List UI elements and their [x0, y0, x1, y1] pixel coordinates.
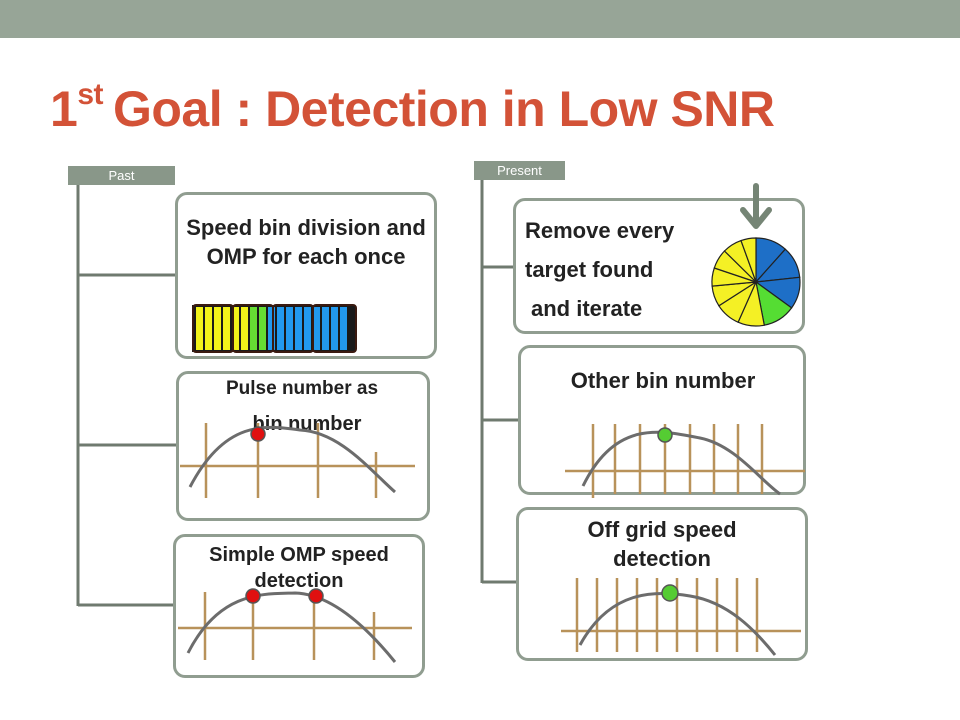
simple-omp-plot	[178, 588, 412, 663]
pulse-number-plot	[180, 423, 415, 498]
bin-green	[250, 307, 257, 350]
bin-blue	[313, 307, 320, 350]
green-detection-dot	[661, 584, 679, 602]
remove-iterate-line1: Remove every	[525, 218, 675, 243]
target-pie	[711, 237, 801, 327]
present-tag: Present	[474, 161, 565, 180]
remove-iterate-line3: and iterate	[531, 296, 643, 321]
bin-yellow	[232, 307, 239, 350]
past-box-simple-omp	[173, 534, 425, 678]
response-curve	[188, 425, 396, 494]
response-curve	[186, 591, 397, 663]
bin-yellow	[223, 307, 230, 350]
down-arrow-icon	[740, 183, 772, 229]
simple-omp-label: Simple OMP speed detection	[209, 544, 389, 592]
bin-blue	[331, 307, 338, 350]
bin-blue	[286, 307, 293, 350]
remove-iterate-label: Remove every target found and iterate	[525, 211, 725, 328]
bin-blue	[322, 307, 329, 350]
past-tag: Past	[68, 166, 175, 185]
bin-blue	[295, 307, 302, 350]
pulse-number-label-line1: Pulse number as	[225, 378, 379, 399]
off-grid-label: Off grid speed detection	[587, 517, 737, 571]
bin-yellow	[196, 307, 203, 350]
grid-lines	[178, 592, 412, 660]
response-curve	[581, 430, 781, 496]
red-detection-dot	[250, 426, 266, 442]
off-grid-plot	[561, 578, 801, 656]
bin-yellow	[214, 307, 221, 350]
bin-yellow	[205, 307, 212, 350]
other-bin-plot	[565, 424, 805, 498]
bin-blue	[340, 307, 347, 350]
speed-bin-strip	[192, 304, 357, 353]
remove-iterate-line2: target found	[525, 257, 654, 282]
bin-green	[259, 307, 266, 350]
speed-bin-label: Speed bin division and OMP for each once	[186, 215, 426, 269]
bin-yellow	[241, 307, 248, 350]
top-banner	[0, 0, 960, 38]
bin-blue	[304, 307, 311, 350]
bin-blue	[268, 307, 275, 350]
pulse-number-label-line2: bin number	[252, 413, 362, 435]
grid-lines	[180, 423, 415, 498]
red-detection-dot	[245, 588, 261, 604]
bin-blue	[277, 307, 284, 350]
red-detection-dot	[308, 588, 324, 604]
green-detection-dot	[657, 427, 673, 443]
other-bin-label: Other bin number	[570, 368, 756, 393]
response-curve	[578, 591, 777, 656]
